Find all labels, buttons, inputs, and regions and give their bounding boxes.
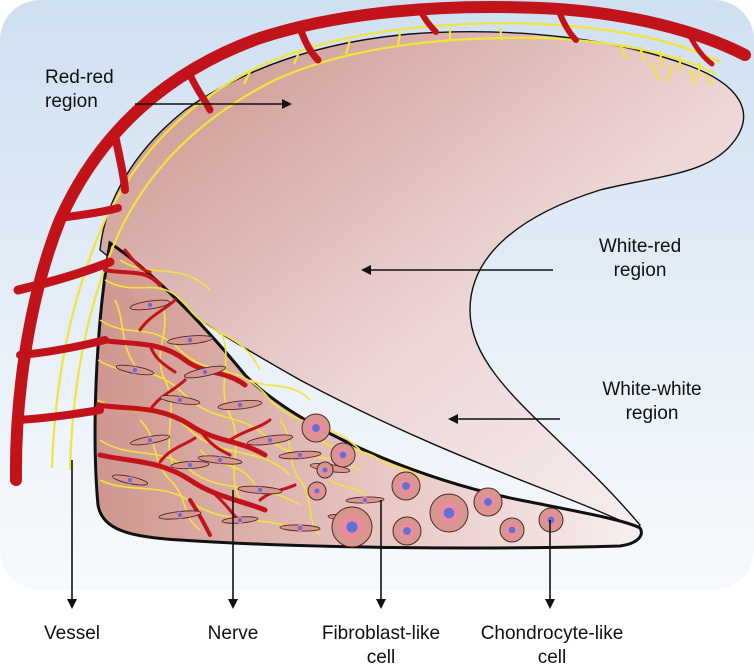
label-white-red-line1: White-red — [598, 236, 682, 257]
fibroblast-cell-icon — [115, 364, 155, 376]
label-fibroblast-like-cell: Fibroblast-like cell — [301, 622, 461, 670]
label-red-red-line1: Red-red — [45, 67, 114, 88]
label-fibroblast-line1: Fibroblast-like — [321, 623, 441, 644]
chondrocyte-cell-icon — [392, 516, 422, 546]
fibroblast-cell-icon — [167, 335, 213, 345]
chondrocyte-cell-icon — [330, 442, 356, 468]
fibroblast-cell-icon — [111, 474, 149, 486]
wedge-vessels — [95, 248, 297, 537]
chondrocyte-cell-icon — [499, 517, 525, 543]
chondrocyte-cell-icon — [538, 507, 564, 533]
chondrocyte-cell-icon — [307, 481, 327, 501]
label-vessel-line1: Vessel — [44, 623, 100, 644]
label-chondrocyte-like-cell: Chondrocyte-like cell — [462, 622, 642, 670]
fibroblast-cell-icon — [159, 395, 201, 405]
fibroblast-cell-icon — [197, 455, 243, 465]
nerve-icon — [50, 22, 721, 471]
chondrocyte-cell-icon — [331, 506, 373, 548]
vascular-wedge — [93, 240, 643, 550]
chondrocyte-cell-icon — [429, 493, 469, 533]
fibroblast-cell-icon — [129, 434, 171, 446]
label-chondrocyte-line2: cell — [537, 646, 567, 668]
label-nerve-line1: Nerve — [207, 623, 259, 644]
label-red-red-region: Red-red region — [45, 66, 114, 114]
label-nerve: Nerve — [183, 622, 283, 646]
fibroblast-cell-icon — [345, 496, 385, 504]
label-red-red-line2: region — [45, 90, 98, 112]
chondrocyte-cell-icon — [391, 471, 421, 501]
fibroblast-cell-icon — [217, 399, 263, 411]
fibroblast-cell-icon — [279, 524, 321, 532]
label-white-red-line2: region — [613, 259, 667, 281]
fibroblast-cell-icon — [158, 510, 202, 520]
chondrocyte-cell-icon — [473, 487, 503, 517]
vessel-icon — [9, 1, 751, 486]
chondrocyte-cell-icon — [301, 413, 331, 443]
chondrocyte-cells — [301, 413, 564, 548]
fibroblast-cell-icon — [237, 485, 283, 495]
label-white-white-line1: White-white — [602, 379, 702, 400]
label-vessel: Vessel — [22, 622, 122, 646]
arrows — [67, 99, 560, 609]
fibroblast-cell-icon — [246, 434, 294, 446]
label-white-red-region: White-red region — [575, 235, 705, 283]
fibroblast-cell-icon — [183, 365, 227, 379]
label-white-white-region: White-white region — [577, 378, 727, 426]
label-white-white-line2: region — [625, 402, 679, 424]
fibroblast-cell-icon — [221, 516, 259, 524]
fibroblast-cell-icon — [170, 460, 210, 470]
chondrocyte-cell-icon — [316, 461, 334, 479]
label-fibroblast-line2: cell — [366, 646, 396, 668]
fibroblast-cell-icon — [278, 450, 322, 460]
fibroblast-cell-icon — [129, 299, 171, 311]
label-chondrocyte-line1: Chondrocyte-like — [480, 623, 624, 644]
